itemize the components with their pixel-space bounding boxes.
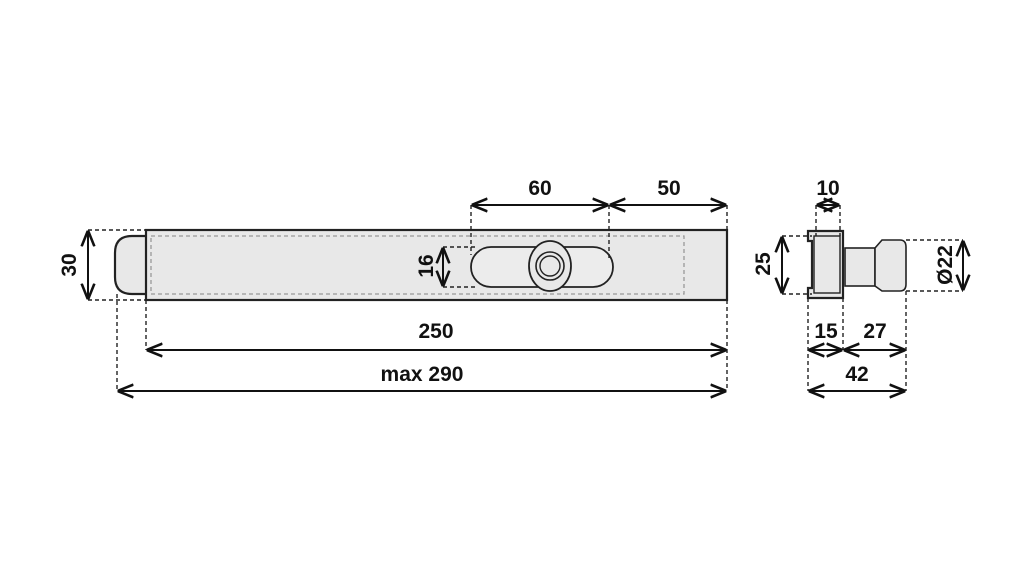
dim-label-dia-22: Ø22 xyxy=(934,245,957,285)
dim-label-30: 30 xyxy=(58,253,81,276)
knob-center xyxy=(539,255,561,277)
dim-label-10: 10 xyxy=(816,177,839,200)
knob-stem xyxy=(844,247,876,287)
dim-label-50: 50 xyxy=(657,177,680,200)
dim-label-60: 60 xyxy=(528,177,551,200)
dim-label-27: 27 xyxy=(863,320,886,343)
dim-label-250: 250 xyxy=(418,320,453,343)
side-view: 10 25 Ø22 15 27 42 xyxy=(752,177,963,391)
dim-label-16: 16 xyxy=(415,254,438,277)
dim-label-42: 42 xyxy=(845,363,868,386)
dim-label-25: 25 xyxy=(752,252,775,276)
dim-label-max-290: max 290 xyxy=(381,363,464,386)
hidden-bolt-outline xyxy=(150,235,685,295)
front-view: 30 16 60 50 250 max 290 xyxy=(58,177,729,391)
bolt-tip xyxy=(113,234,146,296)
knob-head xyxy=(874,239,907,292)
dim-label-15: 15 xyxy=(814,320,838,343)
bracket-inner xyxy=(813,235,841,294)
